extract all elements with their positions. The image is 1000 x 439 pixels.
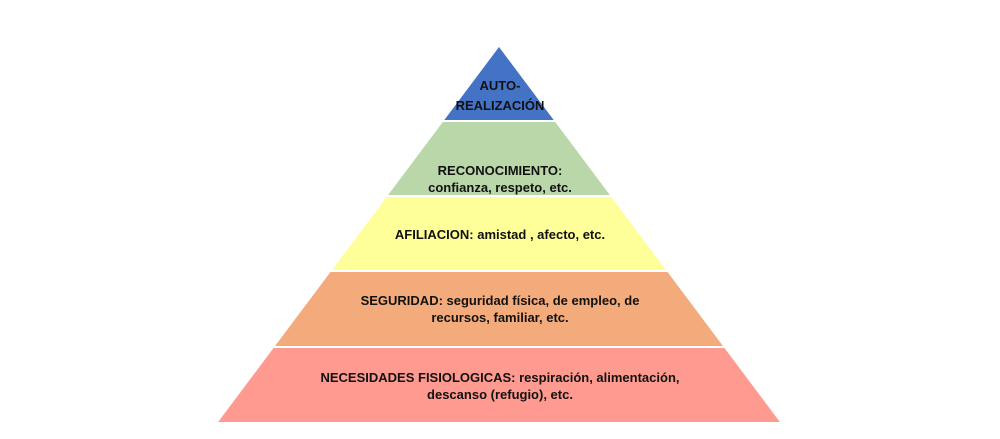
level-label-self-actualization: AUTO- REALIZACIÓN xyxy=(0,76,1000,116)
pyramid-level-belonging xyxy=(331,197,667,270)
label-line: RECONOCIMIENTO: xyxy=(437,163,563,178)
level-label-esteem: RECONOCIMIENTO: confianza, respeto, etc. xyxy=(0,162,1000,196)
label-line: recursos, familiar, etc. xyxy=(431,310,569,325)
level-label-belonging: AFILIACION: amistad , afecto, etc. xyxy=(0,226,1000,243)
level-label-safety: SEGURIDAD: seguridad física, de empleo, … xyxy=(0,292,1000,326)
pyramid-level-self-actualization xyxy=(444,47,554,120)
label-line: descanso (refugio), etc. xyxy=(427,387,573,402)
pyramid-level-physiological xyxy=(218,348,780,422)
label-line: AUTO- xyxy=(479,78,521,93)
label-line: confianza, respeto, etc. xyxy=(428,180,572,195)
label-line: NECESIDADES FISIOLOGICAS: respiración, a… xyxy=(320,370,680,385)
label-line: REALIZACIÓN xyxy=(455,98,545,113)
pyramid-level-safety xyxy=(275,272,723,346)
level-label-physiological: NECESIDADES FISIOLOGICAS: respiración, a… xyxy=(0,369,1000,403)
pyramid-level-esteem xyxy=(388,122,610,195)
label-line: AFILIACION: amistad , afecto, etc. xyxy=(394,227,606,242)
label-line: SEGURIDAD: seguridad física, de empleo, … xyxy=(360,293,640,308)
